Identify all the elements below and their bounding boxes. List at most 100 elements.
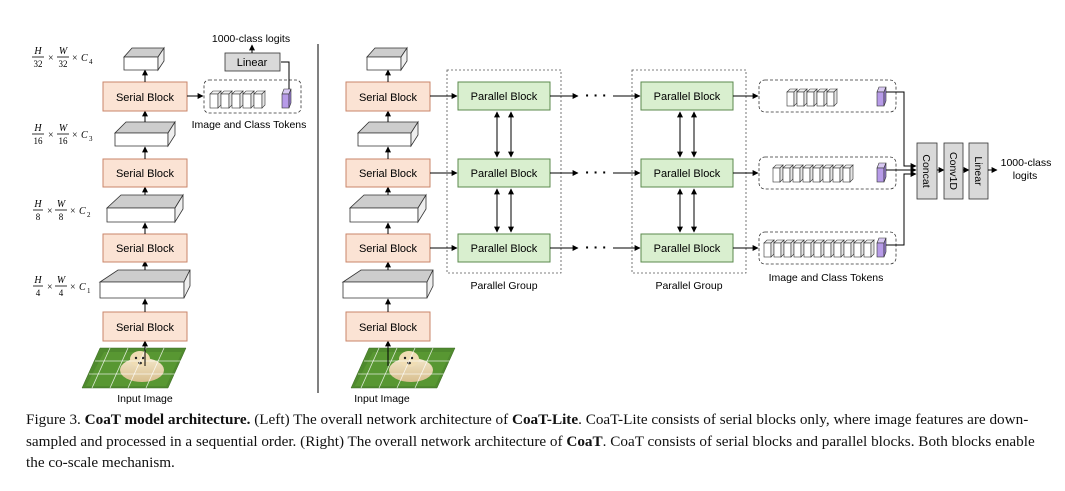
svg-text:C: C: [79, 206, 86, 217]
image-token: [832, 164, 844, 183]
svg-text:×: ×: [47, 282, 53, 293]
concat-block: Concat: [916, 142, 938, 200]
image-token: [863, 239, 875, 258]
caption-p3: . CoaT consists of serial blocks and par…: [26, 432, 1035, 472]
svg-text:C: C: [81, 53, 88, 64]
feature-map-r3: [357, 120, 419, 148]
image-token: [792, 164, 804, 183]
image-token: [823, 239, 835, 258]
svg-text:Parallel Block: Parallel Block: [654, 91, 721, 103]
image-token: [786, 88, 798, 107]
svg-text:Parallel Block: Parallel Block: [654, 243, 721, 255]
image-class-tokens-left: [203, 79, 302, 114]
logits-label-right-2: logits: [1013, 170, 1038, 182]
svg-text:4: 4: [89, 58, 93, 66]
svg-text:×: ×: [72, 130, 78, 141]
figure-caption: Figure 3. CoaT model architecture. (Left…: [26, 409, 1046, 474]
caption-prefix: Figure 3.: [26, 411, 81, 428]
image-token: [853, 239, 865, 258]
svg-text:Parallel Block: Parallel Block: [471, 91, 538, 103]
image-token: [822, 164, 834, 183]
image-token: [833, 239, 845, 258]
parallel-block-g2-bot: Parallel Block: [640, 233, 734, 263]
image-token: [783, 239, 795, 258]
svg-text:Parallel Block: Parallel Block: [654, 168, 721, 180]
image-token: [803, 239, 815, 258]
dim-label-c2: H 8 × W 8 × C 2: [33, 199, 91, 222]
logits-label-left: 1000-class logits: [212, 33, 290, 45]
feature-map-c1: [98, 269, 191, 299]
image-token: [772, 164, 784, 183]
image-token: [220, 90, 233, 109]
image-token: [242, 90, 255, 109]
conv1d-block: Conv1D: [943, 142, 964, 200]
svg-text:3: 3: [89, 135, 93, 143]
feature-map-r1: [341, 269, 434, 299]
svg-text:Serial Block: Serial Block: [359, 92, 418, 104]
parallel-group-2-frame: [631, 69, 747, 274]
svg-text:Serial Block: Serial Block: [359, 322, 418, 334]
input-image: [81, 347, 187, 389]
image-token: [773, 239, 785, 258]
image-token: [813, 239, 825, 258]
caption-coat-lite: CoaT-Lite: [512, 411, 579, 428]
svg-text:Serial Block: Serial Block: [116, 243, 175, 255]
parallel-block-g1-mid: Parallel Block: [457, 158, 551, 188]
svg-text:C: C: [79, 282, 86, 293]
feature-map-c2: [105, 193, 184, 224]
svg-text:×: ×: [48, 130, 54, 141]
svg-text:×: ×: [70, 282, 76, 293]
svg-text:W: W: [59, 123, 69, 134]
svg-text:Serial Block: Serial Block: [116, 92, 175, 104]
image-token: [253, 90, 266, 109]
svg-text:32: 32: [34, 59, 43, 69]
logits-label-right-1: 1000-class: [1001, 157, 1052, 169]
svg-text:Concat: Concat: [920, 154, 932, 187]
svg-text:H: H: [33, 46, 42, 57]
svg-text:Linear: Linear: [972, 156, 984, 186]
svg-text:Linear: Linear: [237, 57, 268, 69]
image-token: [842, 164, 854, 183]
caption-title: CoaT model architecture.: [84, 411, 251, 428]
svg-text:16: 16: [34, 136, 44, 146]
input-image-label: Input Image: [117, 393, 173, 405]
svg-text:1: 1: [87, 287, 91, 295]
image-token: [796, 88, 808, 107]
svg-text:Serial Block: Serial Block: [359, 168, 418, 180]
svg-text:W: W: [57, 199, 67, 210]
svg-text:Serial Block: Serial Block: [359, 243, 418, 255]
svg-text:Serial Block: Serial Block: [116, 168, 175, 180]
serial-block-r2: Serial Block: [345, 233, 431, 263]
parallel-group-1-label: Parallel Group: [470, 280, 537, 292]
image-token: [763, 239, 775, 258]
parallel-group-1-frame: [446, 69, 562, 274]
feature-map-c4: [123, 46, 165, 72]
serial-block-2: Serial Block: [102, 233, 188, 263]
svg-text:Conv1D: Conv1D: [947, 152, 959, 190]
serial-block-r1: Serial Block: [345, 311, 431, 342]
input-image-right: [350, 347, 456, 389]
svg-text:8: 8: [59, 212, 64, 222]
serial-block-3: Serial Block: [102, 158, 188, 188]
parallel-block-g1-top: Parallel Block: [457, 81, 551, 111]
svg-text:4: 4: [59, 288, 64, 298]
image-token: [231, 90, 244, 109]
svg-text:×: ×: [72, 53, 78, 64]
left-panel: H 32 × W 32 × C 4 H 16 × W 16 × C 3 H 8: [32, 33, 306, 405]
svg-text:C: C: [81, 130, 88, 141]
feature-map-c3: [114, 120, 176, 148]
image-token: [816, 88, 828, 107]
caption-p2: . CoaT-Lite consists of serial blocks on…: [26, 411, 1029, 450]
svg-text:4: 4: [36, 288, 41, 298]
parallel-block-g2-top: Parallel Block: [640, 81, 734, 111]
svg-text:H: H: [33, 199, 42, 210]
tokens-group-top: [758, 79, 897, 113]
caption-p1: (Left) The overall network architecture …: [254, 411, 509, 428]
image-token: [802, 164, 814, 183]
parallel-group-2-label: Parallel Group: [655, 280, 722, 292]
linear-block-right: Linear: [968, 142, 989, 200]
dim-label-c3: H 16 × W 16 × C 3: [32, 123, 93, 146]
feature-map-r2: [348, 193, 427, 224]
image-token: [812, 164, 824, 183]
svg-text:2: 2: [87, 211, 91, 219]
